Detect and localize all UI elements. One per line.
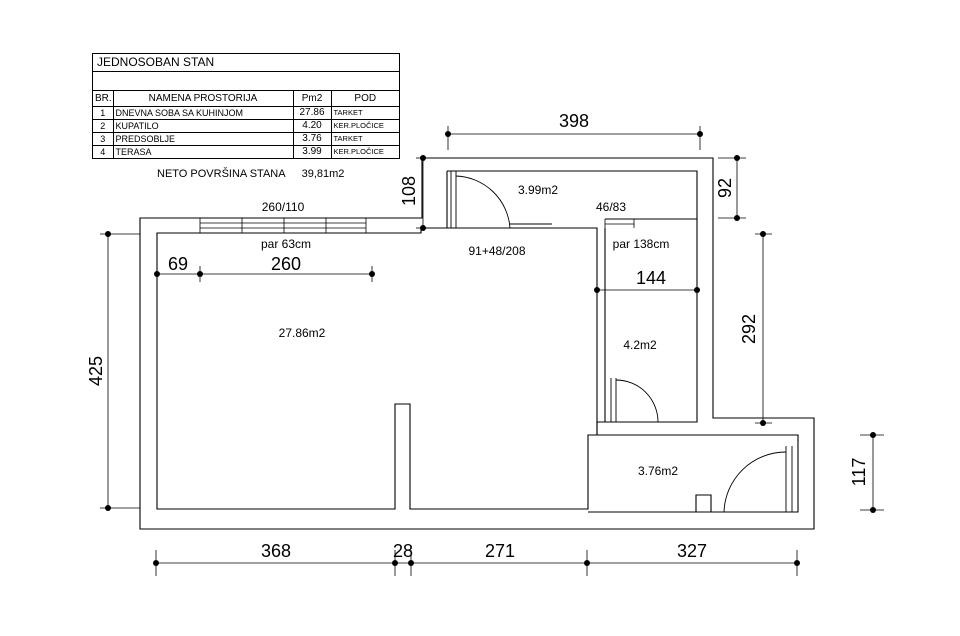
row-name: TERASA bbox=[113, 145, 294, 158]
dim-bottom-368: 368 bbox=[261, 541, 291, 561]
note-parquet-bath: par 138cm bbox=[613, 237, 670, 251]
header-area: Pm2 bbox=[293, 91, 332, 107]
table-spacer bbox=[93, 72, 399, 91]
dim-inner-260: 260 bbox=[271, 254, 301, 274]
living-wall-inner bbox=[156, 227, 598, 510]
row-floor: KER.PLOČICE bbox=[331, 119, 399, 133]
bathroom-window bbox=[604, 219, 635, 228]
note-balcony-door: 91+48/208 bbox=[468, 244, 525, 258]
row-name: PREDSOBLJE bbox=[113, 132, 294, 146]
row-floor: TARKET bbox=[331, 106, 399, 120]
net-area-line: NETO POVRŠINA STANA 39,81m2 bbox=[157, 168, 344, 180]
dim-inner-144: 144 bbox=[636, 268, 666, 288]
note-window-bath: 46/83 bbox=[596, 200, 626, 214]
room-living-area: 27.86m2 bbox=[279, 326, 326, 340]
row-area: 4.20 bbox=[293, 119, 332, 133]
room-hall-area: 3.76m2 bbox=[638, 464, 678, 478]
row-name: KUPATILO bbox=[113, 119, 294, 133]
dimension-ticks bbox=[105, 131, 876, 566]
hall-niche bbox=[695, 494, 712, 512]
header-floor: POD bbox=[331, 91, 399, 107]
row-area: 27.86 bbox=[293, 106, 332, 120]
net-area-label: NETO POVRŠINA STANA bbox=[157, 168, 286, 180]
row-area: 3.99 bbox=[293, 145, 332, 158]
note-window-main: 260/110 bbox=[262, 200, 305, 214]
dimension-lines bbox=[100, 126, 884, 576]
bathroom-door bbox=[610, 378, 659, 423]
room-schedule-table: JEDNOSOBAN STAN BR. NAMENA PROSTORIJA Pm… bbox=[92, 53, 400, 159]
dim-terrace-108: 108 bbox=[399, 176, 419, 206]
row-num: 3 bbox=[93, 132, 114, 146]
outer-wall bbox=[139, 157, 815, 530]
dim-bottom-28: 28 bbox=[393, 541, 413, 561]
table-row: 4 TERASA 3.99 KER.PLOČICE bbox=[93, 145, 399, 158]
table-row: 1 DNEVNA SOBA SA KUHINJOM 27.86 TARKET bbox=[93, 106, 399, 120]
row-num: 1 bbox=[93, 106, 114, 120]
dim-right-92: 92 bbox=[715, 178, 735, 198]
dim-right-292: 292 bbox=[739, 314, 759, 344]
row-area: 3.76 bbox=[293, 132, 332, 146]
dim-left-425: 425 bbox=[86, 356, 106, 386]
entrance-door bbox=[723, 446, 793, 513]
table-title: JEDNOSOBAN STAN bbox=[93, 54, 399, 72]
balcony-door bbox=[450, 171, 552, 229]
terrace-wall-inner bbox=[446, 170, 698, 228]
table-row: 3 PREDSOBLJE 3.76 TARKET bbox=[93, 132, 399, 146]
header-name: NAMENA PROSTORIJA bbox=[113, 91, 294, 107]
dim-top-398: 398 bbox=[559, 111, 589, 131]
table-header-row: BR. NAMENA PROSTORIJA Pm2 POD bbox=[93, 91, 399, 107]
dim-bottom-271: 271 bbox=[485, 541, 515, 561]
dim-right-117: 117 bbox=[849, 458, 869, 487]
net-area-value: 39,81m2 bbox=[301, 168, 345, 180]
room-terrace-area: 3.99m2 bbox=[518, 183, 558, 197]
row-name: DNEVNA SOBA SA KUHINJOM bbox=[113, 106, 294, 120]
row-num: 4 bbox=[93, 145, 114, 158]
row-num: 2 bbox=[93, 119, 114, 133]
hall-wall bbox=[588, 421, 799, 513]
dim-bottom-327: 327 bbox=[677, 541, 707, 561]
header-num: BR. bbox=[93, 91, 114, 107]
bathroom-wall bbox=[604, 219, 698, 423]
row-floor: KER.PLOČICE bbox=[333, 147, 384, 156]
table-row: 2 KUPATILO 4.20 KER.PLOČICE bbox=[93, 119, 399, 133]
living-window bbox=[199, 217, 367, 234]
note-parquet-living: par 63cm bbox=[261, 237, 311, 251]
room-bathroom-area: 4.2m2 bbox=[623, 338, 657, 352]
dim-inner-69: 69 bbox=[168, 254, 188, 274]
row-floor: TARKET bbox=[331, 132, 399, 146]
